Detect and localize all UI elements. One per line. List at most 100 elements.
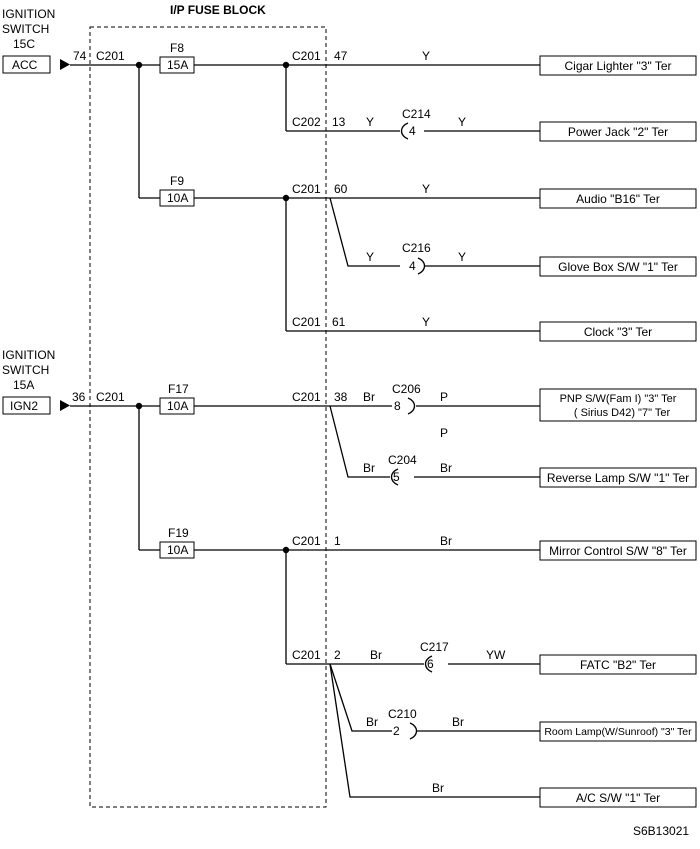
load-box: [539, 121, 697, 142]
fuse-f17: F17 10A: [159, 382, 195, 415]
connector-pin: 5: [393, 470, 400, 484]
split-pin: 61: [332, 315, 346, 329]
load-label: Reverse Lamp S/W "1" Ter: [547, 471, 689, 485]
split-pin: 47: [334, 49, 348, 63]
split-connector: C201: [292, 648, 321, 662]
source-box-label: IGN2: [10, 399, 38, 413]
fuse-symbol: [159, 397, 195, 415]
load-box: [539, 388, 697, 422]
fuse-rating: 10A: [167, 543, 188, 557]
wire-color: Br: [432, 781, 444, 795]
source-arrow: [60, 400, 70, 411]
wire-color: Y: [458, 250, 466, 264]
fuse-name: F19: [168, 526, 189, 540]
connector-name: C214: [402, 107, 431, 121]
load-reverse-lamp: Reverse Lamp S/W "1" Ter: [539, 467, 697, 488]
splice-dot: [135, 402, 143, 410]
load-label: PNP S/W(Fam I) "3" Ter: [560, 393, 677, 405]
load-glove-box: Glove Box S/W "1" Ter: [539, 256, 697, 277]
wire-color: Br: [440, 461, 452, 475]
wire-color: P: [440, 426, 448, 440]
load-pnp-switch: PNP S/W(Fam I) "3" Ter ( Sirius D42) "7"…: [539, 388, 697, 422]
source-arrow: [60, 59, 70, 70]
load-power-jack: Power Jack "2" Ter: [539, 121, 697, 142]
load-box: [539, 467, 697, 488]
connector-pin: 4: [409, 124, 416, 138]
wire-color-labels: Y Y Y Y Y Y Y Br P P Br Br Br Br YW Br B…: [363, 49, 506, 795]
split-pin: 2: [334, 648, 341, 662]
source-connector: C201: [96, 49, 125, 63]
source-label-line1: IGNITION: [2, 348, 55, 362]
fuse-symbol: [159, 189, 195, 207]
load-label: A/C S/W "1" Ter: [576, 791, 660, 805]
split-connector: C201: [292, 49, 321, 63]
connector-pin: 8: [394, 399, 401, 413]
load-label: Room Lamp(W/Sunroof) "3" Ter: [544, 726, 692, 738]
source-label-line2: SWITCH: [2, 22, 49, 36]
source-box-label: ACC: [12, 58, 38, 72]
fuse-rating: 15A: [167, 58, 188, 72]
load-box: [539, 55, 697, 76]
load-box: [539, 654, 697, 675]
fuse-name: F17: [168, 382, 189, 396]
source-label-line3: 15C: [13, 37, 35, 51]
load-box: [539, 256, 697, 277]
splice-dot: [282, 194, 290, 202]
load-cigar-lighter: Cigar Lighter "3" Ter: [539, 55, 697, 76]
source-box: [2, 396, 51, 415]
source-label-line1: IGNITION: [2, 7, 55, 21]
inline-connector-c217: C217 6: [420, 640, 449, 673]
source-ign2: IGNITION SWITCH 15A IGN2 36 C201: [2, 348, 125, 415]
source-pin: 74: [73, 49, 87, 63]
splice-dot: [282, 546, 290, 554]
connector-name: C206: [392, 382, 421, 396]
wires: [70, 64, 540, 798]
diagram-id: S6B13021: [633, 824, 689, 838]
split-pin: 13: [332, 115, 346, 129]
load-label: Cigar Lighter "3" Ter: [564, 59, 671, 73]
wire-color: Y: [458, 115, 466, 129]
wire-color: Y: [422, 49, 430, 63]
split-connector: C201: [292, 315, 321, 329]
fuse-f8: F8 15A: [159, 41, 195, 74]
load-label: Glove Box S/W "1" Ter: [558, 260, 678, 274]
wire-color: Br: [363, 461, 375, 475]
source-label-line2: SWITCH: [2, 363, 49, 377]
fuse-symbol: [159, 56, 195, 74]
wire-color: Br: [363, 390, 375, 404]
split-pin: 1: [334, 534, 341, 548]
wire-color: P: [440, 390, 448, 404]
load-label: Mirror Control S/W "8" Ter: [549, 544, 687, 558]
split-pin: 60: [334, 182, 348, 196]
connector-name: C204: [388, 453, 417, 467]
load-box: [539, 787, 697, 808]
load-fatc: FATC "B2" Ter: [539, 654, 697, 675]
wire-color: Y: [366, 115, 374, 129]
wire-color: Br: [440, 534, 452, 548]
connector-symbol: [390, 468, 399, 486]
load-label: Clock "3" Ter: [584, 325, 652, 339]
inline-connector-c216: C216 4: [402, 241, 431, 275]
splice-dot: [282, 61, 290, 69]
split-connector: C202: [292, 115, 321, 129]
fuse-f19: F19 10A: [159, 526, 195, 559]
wire-color: YW: [486, 648, 506, 662]
load-box: [539, 540, 697, 561]
fuse-rating: 10A: [167, 399, 188, 413]
connector-symbol: [409, 722, 418, 740]
inline-connector-c214: C214 4: [400, 107, 431, 140]
connector-symbol: [407, 397, 416, 415]
fuse-block-title: I/P FUSE BLOCK: [170, 3, 266, 17]
fuse-block-outline: [89, 26, 327, 808]
inline-connector-c210: C210 2: [388, 707, 418, 740]
connector-symbol: [400, 122, 409, 140]
splice-points: [135, 61, 290, 554]
wire-color: Br: [452, 715, 464, 729]
connector-name: C217: [420, 640, 449, 654]
load-label-line2: ( Sirius D42) "7" Ter: [574, 407, 671, 419]
split-connector: C201: [292, 182, 321, 196]
source-connector: C201: [96, 390, 125, 404]
connector-symbol: [424, 655, 433, 673]
source-acc: IGNITION SWITCH 15C ACC 74 C201: [2, 7, 125, 74]
split-connector: C201: [292, 390, 321, 404]
